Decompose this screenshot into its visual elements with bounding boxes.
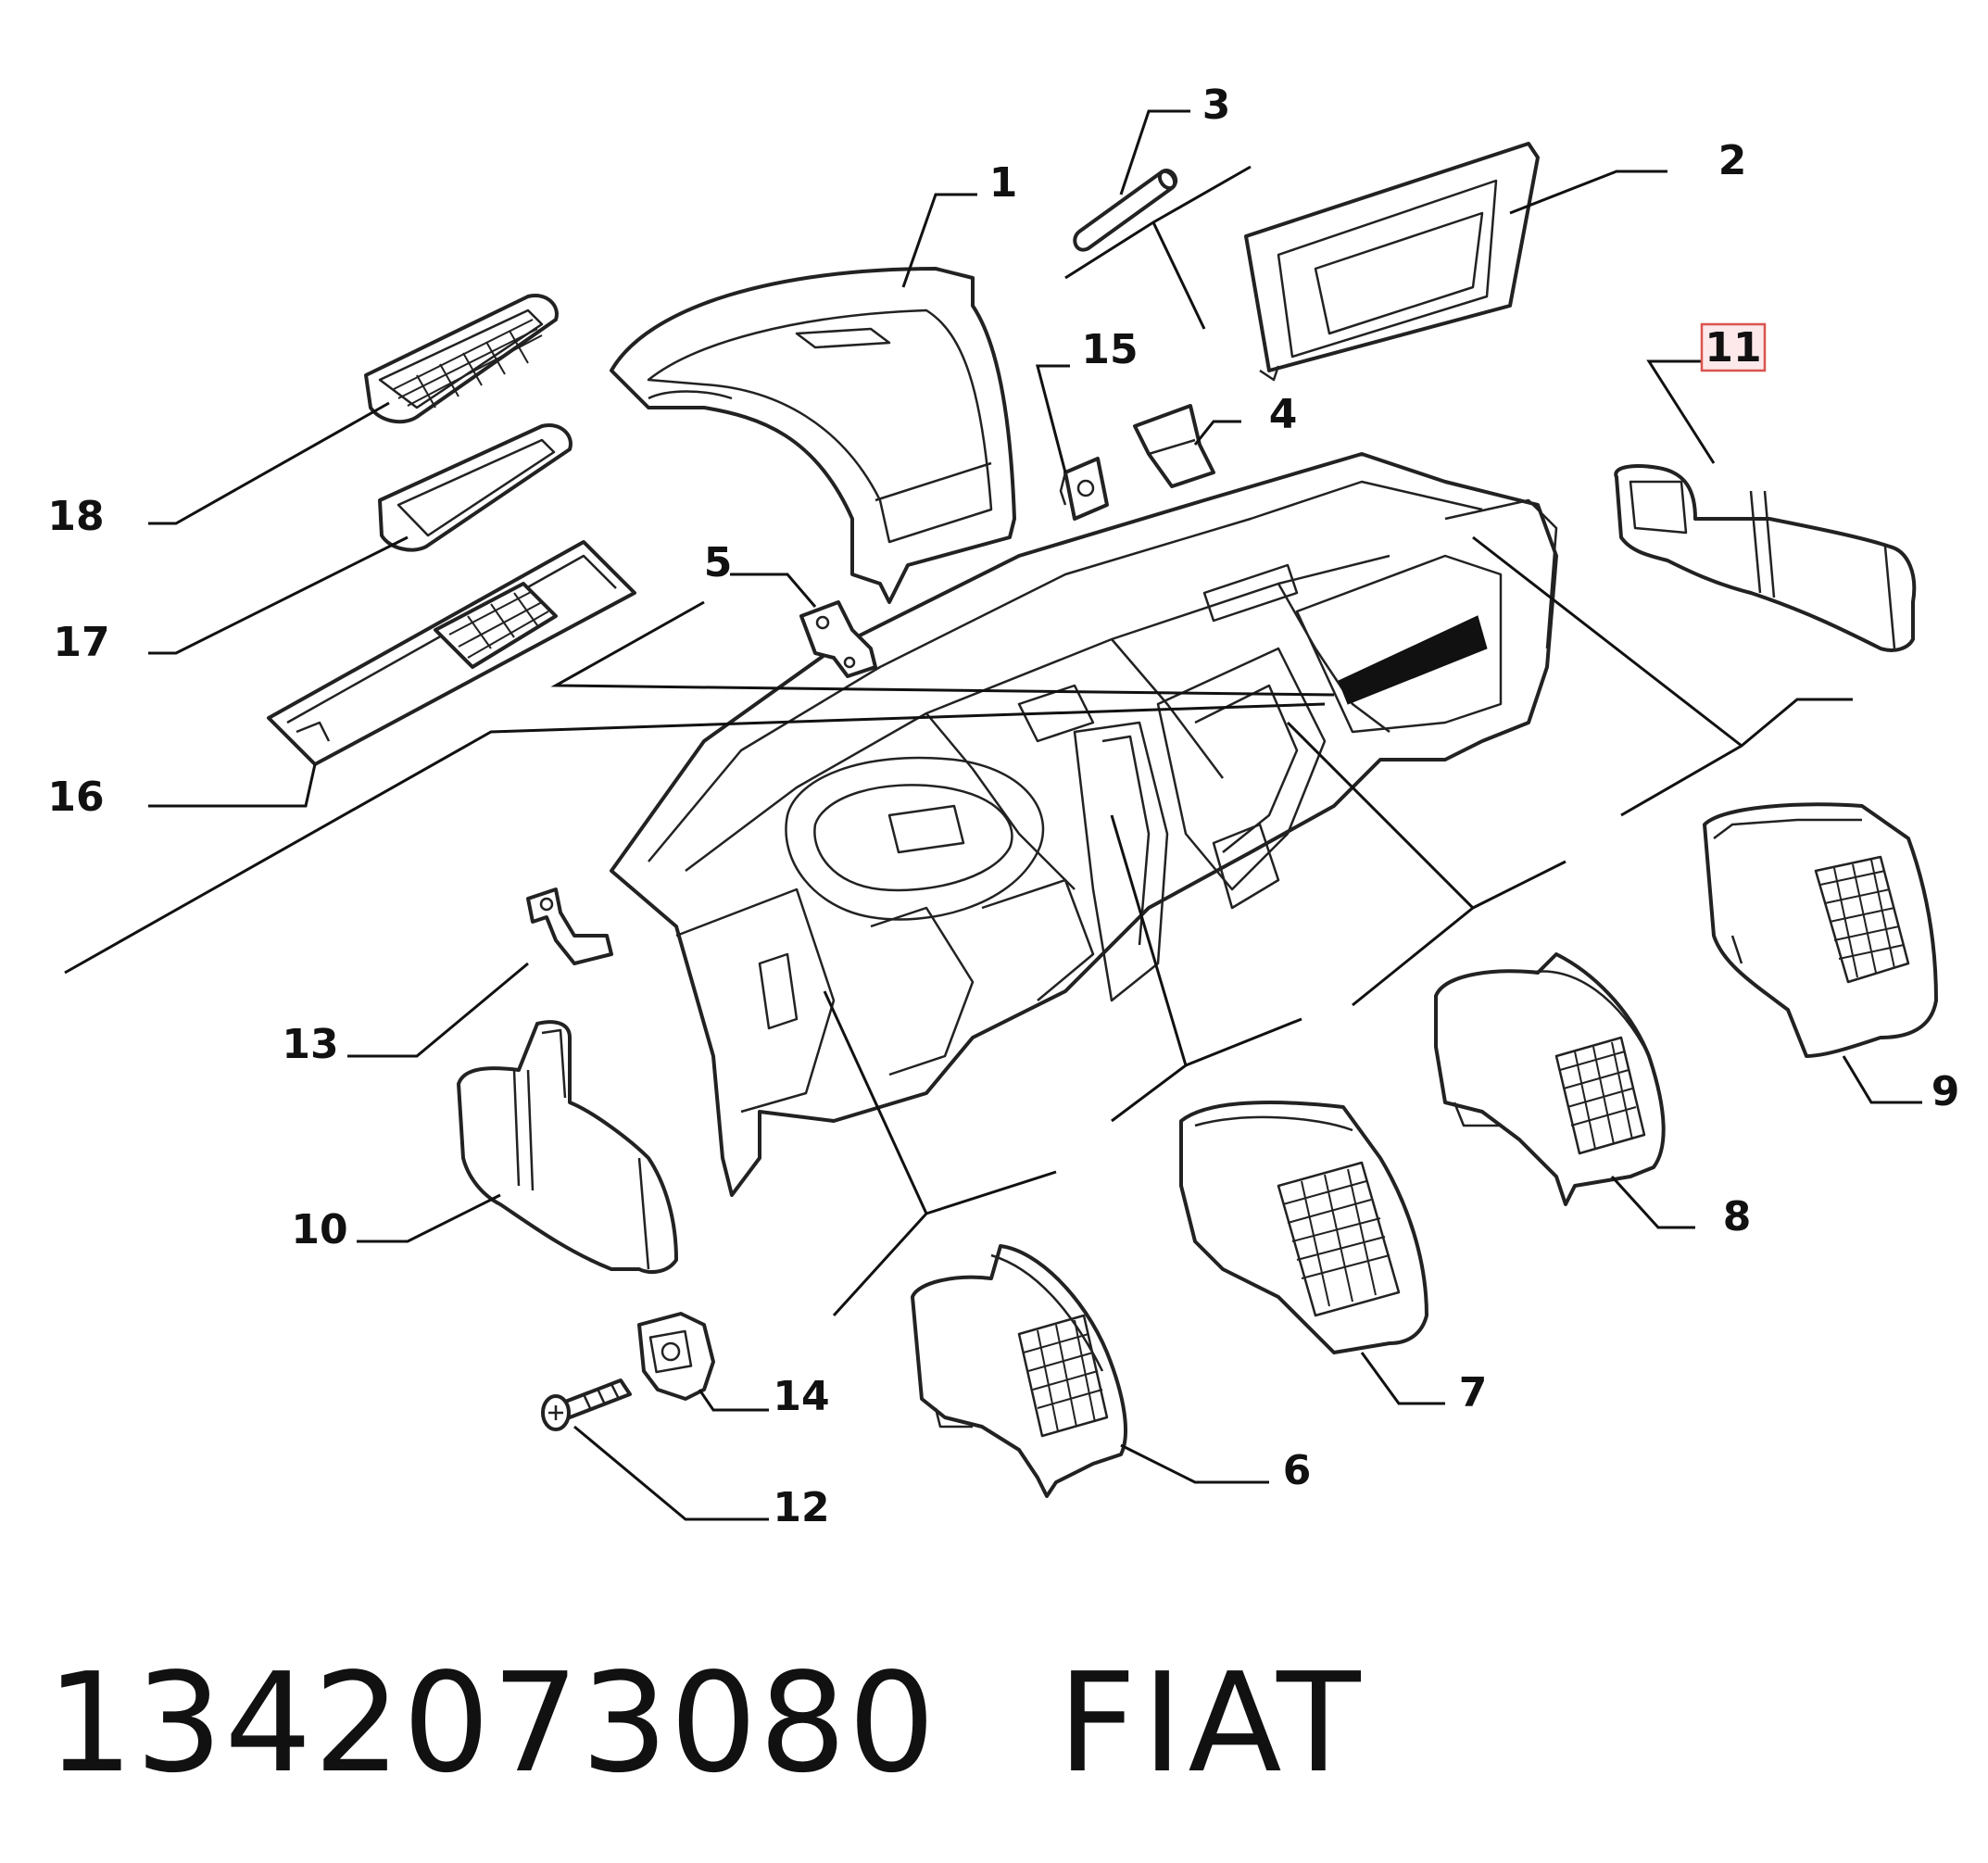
part-12-screw bbox=[541, 1378, 632, 1431]
callout-6: 6 bbox=[1283, 1447, 1312, 1494]
part-16-trim-panel bbox=[267, 540, 636, 766]
callout-11: 11 bbox=[1705, 324, 1761, 371]
part-4-bracket bbox=[1133, 404, 1215, 488]
callout-18: 18 bbox=[47, 493, 104, 540]
part-caption: 1342073080 FIAT bbox=[46, 1630, 1366, 1816]
callout-11-highlight-box bbox=[1700, 322, 1767, 372]
callout-5: 5 bbox=[704, 539, 733, 586]
dashboard-exploded-diagram: 1 2 3 4 5 6 7 8 9 10 11 12 13 14 15 16 1… bbox=[47, 82, 1959, 1531]
part-number: 1342073080 bbox=[46, 1643, 937, 1803]
part-7-air-vent bbox=[1179, 1101, 1428, 1354]
callout-17: 17 bbox=[53, 619, 109, 666]
part-15-clip-plate bbox=[1059, 457, 1109, 521]
part-1-instrument-cluster-cover bbox=[610, 267, 1016, 604]
part-13-bracket bbox=[526, 887, 613, 965]
part-3-pin bbox=[1073, 169, 1178, 252]
leader-lines bbox=[64, 109, 1922, 1521]
part-10-air-duct bbox=[457, 1020, 678, 1274]
part-18-speaker-grille bbox=[364, 294, 559, 424]
callout-labels: 1 2 3 4 5 6 7 8 9 10 11 12 13 14 15 16 1… bbox=[47, 82, 1959, 1531]
brand-name: FIAT bbox=[1057, 1643, 1366, 1803]
callout-15: 15 bbox=[1081, 326, 1138, 373]
callout-13: 13 bbox=[282, 1021, 338, 1068]
part-8-air-vent bbox=[1434, 952, 1666, 1206]
part-11-air-duct bbox=[1614, 464, 1917, 652]
part-17-frame bbox=[378, 423, 572, 552]
callout-4: 4 bbox=[1269, 391, 1298, 438]
dashboard-assembly bbox=[610, 452, 1558, 1197]
part-14-clip-nut bbox=[637, 1312, 715, 1401]
callout-14: 14 bbox=[773, 1373, 829, 1420]
callout-1: 1 bbox=[989, 159, 1018, 207]
callout-7: 7 bbox=[1459, 1369, 1488, 1416]
callout-10: 10 bbox=[291, 1206, 347, 1253]
callout-8: 8 bbox=[1723, 1193, 1752, 1240]
part-6-air-vent-left bbox=[911, 1244, 1127, 1498]
part-2-storage-lid bbox=[1244, 142, 1540, 382]
callout-12: 12 bbox=[773, 1484, 829, 1531]
callout-9: 9 bbox=[1931, 1068, 1960, 1115]
part-9-air-vent-right bbox=[1703, 802, 1938, 1058]
callout-3: 3 bbox=[1202, 82, 1231, 129]
callout-2: 2 bbox=[1718, 137, 1747, 184]
part-5-bracket bbox=[799, 600, 877, 678]
callout-16: 16 bbox=[47, 774, 104, 821]
